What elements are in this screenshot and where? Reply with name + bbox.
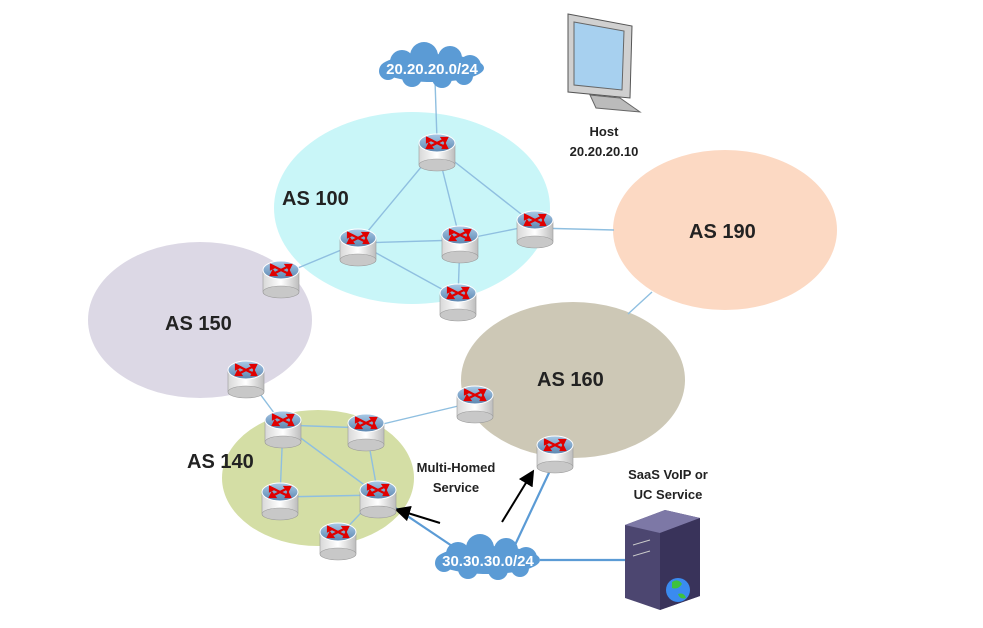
cloud-label: 30.30.30.0/24 [442,553,534,570]
router-icon[interactable] [346,412,386,453]
router-icon[interactable] [455,384,495,425]
multihomed-line1: Multi-Homed [417,460,496,475]
router-icon[interactable] [440,224,480,265]
router-icon[interactable] [263,409,303,450]
as-150-label: AS 150 [165,313,232,335]
host-ip: 20.20.20.10 [570,144,639,159]
service-line2: UC Service [634,487,703,502]
router-icon[interactable] [261,259,301,300]
router-icon[interactable] [417,132,457,173]
router-icon[interactable] [438,282,478,323]
as-190-label: AS 190 [689,221,756,243]
service-line1: SaaS VoIP or [628,467,708,482]
cloud-30: 30.30.30.0/24 [435,534,540,580]
as-160-label: AS 160 [537,369,604,391]
router-icon[interactable] [338,227,378,268]
server-icon [625,510,700,610]
as-160-region [461,302,685,458]
host-name: Host [590,124,620,139]
multihomed-arrows [394,469,535,524]
router-icon[interactable] [318,521,358,562]
as-100-label: AS 100 [282,188,349,210]
cloud-label: 20.20.20.0/24 [386,61,478,78]
as-140-region [222,410,414,546]
multihomed-line2: Service [433,480,479,495]
cloud-20: 20.20.20.0/24 [379,42,484,88]
router-icon[interactable] [260,481,300,522]
router-icon[interactable] [358,479,398,520]
host-monitor-icon [567,13,642,113]
as-190-region [613,150,837,310]
router-icon[interactable] [226,359,266,400]
router-icon[interactable] [535,434,575,475]
router-icon[interactable] [515,209,555,250]
as-150-region [88,242,312,398]
as-140-label: AS 140 [187,451,254,473]
